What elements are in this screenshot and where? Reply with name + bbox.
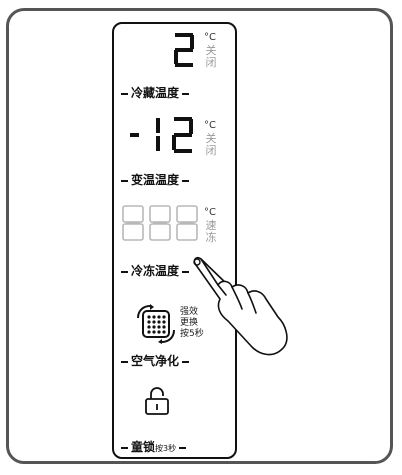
freezer-status: 速 冻 (205, 219, 217, 244)
variable-unit: °C (204, 120, 216, 131)
lock-icon[interactable] (144, 386, 170, 416)
fridge-unit: °C (204, 32, 216, 43)
fridge-temp-label: 冷藏温度 (118, 84, 192, 101)
pointing-hand-icon (193, 256, 288, 356)
fridge-status: 关 闭 (205, 44, 217, 69)
variable-temp-label: 变温温度 (118, 171, 192, 188)
air-purifier-icon[interactable] (136, 304, 176, 344)
child-lock-label: 童锁按3秒 (118, 438, 189, 455)
control-panel: °C 关 闭 冷藏温度 °C 关 闭 变温温度 (112, 22, 237, 459)
freezer-unit: °C (204, 207, 216, 218)
fridge-temp-display (174, 33, 194, 67)
air-purifier-hint: 强效 更换 按5秒 (180, 307, 204, 339)
variable-temp-display (130, 117, 193, 153)
air-purifier-label: 空气净化 (118, 352, 192, 369)
freezer-temp-button[interactable]: 冷冻温度 (118, 262, 192, 279)
freezer-temp-display (122, 205, 198, 241)
device-frame (6, 8, 393, 464)
variable-status: 关 闭 (205, 132, 217, 157)
